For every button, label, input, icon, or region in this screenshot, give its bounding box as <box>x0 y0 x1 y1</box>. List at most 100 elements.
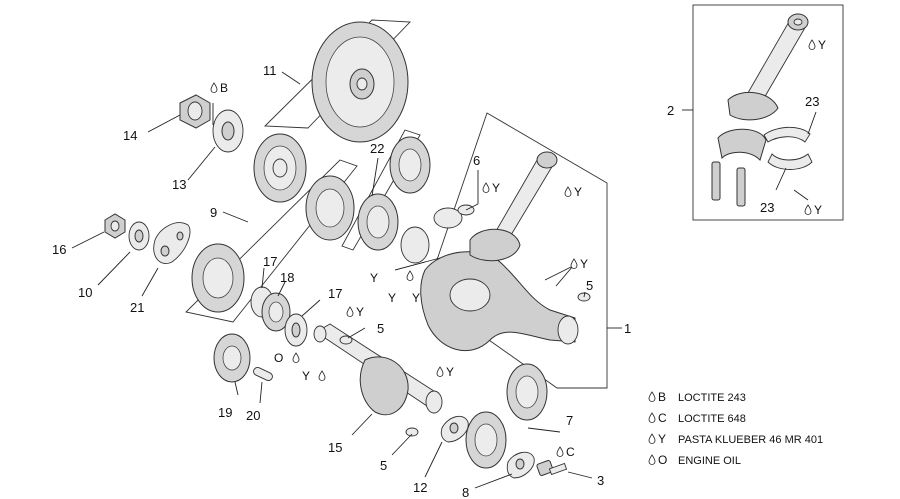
gear-18 <box>261 292 291 332</box>
frame-gear-11 <box>263 19 412 129</box>
inset-connecting-rod-2 <box>727 13 809 121</box>
legend-label-b: LOCTITE 243 <box>678 392 746 404</box>
label-part-16: 16 <box>52 242 66 257</box>
drop-o-marker <box>292 352 300 363</box>
tag-y-crank-1: Y <box>370 271 378 285</box>
label-part-1: 1 <box>624 321 631 336</box>
label-part-21: 21 <box>130 300 144 315</box>
label-part-20: 20 <box>246 408 260 423</box>
pin-20 <box>253 367 273 381</box>
tag-y-inset-rod: Y <box>818 38 826 52</box>
label-part-5-lower: 5 <box>380 458 387 473</box>
tag-y-shaft-top: Y <box>356 305 364 319</box>
key-5-middle <box>339 335 353 345</box>
tag-y-inset-bearing: Y <box>814 203 822 217</box>
gear-11 <box>311 21 409 143</box>
tag-y-shaft-right: Y <box>446 365 454 379</box>
drop-y-shaft-top <box>346 306 354 317</box>
drop-y-crank-left <box>406 270 414 281</box>
drop-y-rod <box>564 186 572 197</box>
balance-shaft-15 <box>313 323 443 416</box>
washer-10 <box>128 221 150 251</box>
label-part-14: 14 <box>123 128 137 143</box>
gear-19 <box>213 333 251 383</box>
washer-17-lower <box>284 313 308 347</box>
inset-frame-connecting-rod <box>692 4 844 221</box>
label-part-19: 19 <box>218 405 232 420</box>
label-part-8: 8 <box>462 485 469 499</box>
label-part-7: 7 <box>566 413 573 428</box>
inset-cap <box>717 128 767 161</box>
gear-7-lower <box>465 411 507 469</box>
drop-y-key6 <box>482 182 490 193</box>
connecting-rod-main <box>433 151 558 262</box>
plate-21 <box>153 222 191 264</box>
gear-9-upper <box>305 175 355 241</box>
label-part-23-lower: 23 <box>760 200 774 215</box>
label-part-12: 12 <box>413 480 427 495</box>
label-part-23-upper: 23 <box>805 94 819 109</box>
drop-y-crank-right <box>570 258 578 269</box>
label-part-13: 13 <box>172 177 186 192</box>
label-part-11: 11 <box>263 63 277 78</box>
bolt-3 <box>536 460 568 476</box>
legend-drop-y <box>648 433 656 444</box>
label-part-6: 6 <box>473 153 480 168</box>
legend-drop-o <box>648 454 656 465</box>
label-part-9: 9 <box>210 205 217 220</box>
nut-14 <box>179 94 211 129</box>
gear-9-lower <box>191 243 245 313</box>
tag-y-crank-3: Y <box>412 291 420 305</box>
nut-16 <box>104 213 126 239</box>
washer-12 <box>440 415 469 443</box>
gear-7-upper <box>506 363 548 421</box>
tag-o-oil: O <box>274 351 283 365</box>
inset-bearing-23-upper <box>763 126 811 143</box>
legend-code-b: B <box>658 390 666 404</box>
legend-drop-c <box>648 412 656 423</box>
label-part-17-lower: 17 <box>328 286 342 301</box>
drop-b-marker <box>210 82 218 93</box>
label-part-22: 22 <box>370 141 384 156</box>
label-part-5-upper: 5 <box>586 278 593 293</box>
inset-bearing-23-lower <box>767 153 813 170</box>
plate-8 <box>506 451 535 479</box>
washer-13 <box>212 109 244 153</box>
legend-label-y: PASTA KLUEBER 46 MR 401 <box>678 434 823 446</box>
label-part-17-upper: 17 <box>263 254 277 269</box>
tag-b-gear: B <box>220 81 228 95</box>
label-part-3: 3 <box>597 473 604 488</box>
legend-code-o: O <box>658 453 667 467</box>
label-part-2: 2 <box>667 103 674 118</box>
inset-bolt-left <box>711 161 721 201</box>
tag-y-key6: Y <box>492 181 500 195</box>
drop-y-shaft-right <box>436 366 444 377</box>
legend-label-o: ENGINE OIL <box>678 455 741 467</box>
legend: B LOCTITE 243 C LOCTITE 648 Y PASTA KLUE… <box>648 390 823 467</box>
inset-bolt-right <box>736 167 746 207</box>
legend-label-c: LOCTITE 648 <box>678 413 746 425</box>
label-part-5-middle: 5 <box>377 321 384 336</box>
legend-drop-b <box>648 391 656 402</box>
drop-y-shaft-mid <box>318 370 326 381</box>
label-part-10: 10 <box>78 285 92 300</box>
drop-y-inset-rod <box>808 39 816 50</box>
gear-22-upper <box>389 136 431 194</box>
tag-y-crank-2: Y <box>388 291 396 305</box>
key-5-lower <box>405 427 419 437</box>
tag-y-shaft-mid: Y <box>302 369 310 383</box>
legend-code-c: C <box>658 411 667 425</box>
legend-code-y: Y <box>658 432 666 446</box>
label-part-18: 18 <box>280 270 294 285</box>
tag-y-crank-right: Y <box>580 257 588 271</box>
gear-22-lower <box>357 193 399 251</box>
tag-c-bolt: C <box>566 445 575 459</box>
drop-y-inset-bearing <box>804 204 812 215</box>
tag-y-rod: Y <box>574 185 582 199</box>
label-part-15: 15 <box>328 440 342 455</box>
gear-intermediate <box>253 133 307 203</box>
drop-c-marker <box>556 446 564 457</box>
leader-lines <box>71 71 817 489</box>
